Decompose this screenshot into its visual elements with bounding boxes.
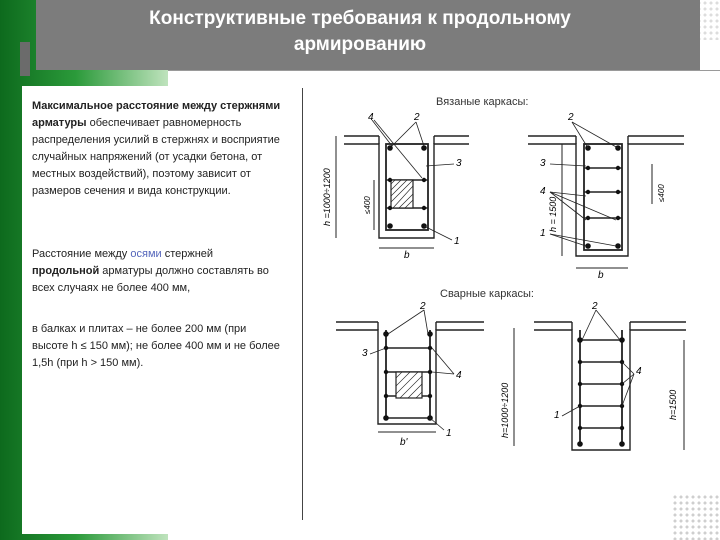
p2-bold: продольной [32, 265, 100, 277]
label-h-1500b: h=1500 [668, 390, 678, 420]
p2-highlight: осями [130, 248, 162, 260]
label-2d: 2 [591, 301, 598, 312]
label-3: 3 [456, 158, 462, 169]
welded-frame-drawing-1: 2 3 4 1 b' [336, 301, 484, 448]
label-h-1500: h = 1500 [548, 197, 558, 232]
label-b: b [404, 250, 410, 261]
label-b-prime: b' [400, 437, 409, 448]
tied-frames-caption: Вязаные каркасы: [436, 96, 529, 108]
label-2c: 2 [419, 301, 426, 312]
paragraph-axis-spacing: Расстояние между осями стержней продольн… [32, 246, 282, 297]
p2-part-a: Расстояние между [32, 248, 131, 260]
paragraph-max-spacing: Максимальное расстояние между стержнями … [32, 98, 282, 200]
title-line-2: армированию [293, 34, 427, 55]
decorative-dot-pattern-bottom [672, 494, 720, 540]
label-4d: 4 [636, 366, 642, 377]
text-panel [22, 86, 288, 534]
label-b-2: b [598, 270, 604, 278]
title-bar [36, 0, 700, 70]
p2-part-b: стержней [161, 248, 214, 260]
title-line-1: Конструктивные требования к продольному [149, 8, 571, 29]
welded-frames-caption: Сварные каркасы: [440, 288, 534, 300]
p1-bold: Максимальное расстояние между стержнями … [32, 100, 281, 129]
title-bar-accent [20, 42, 30, 76]
label-3b: 3 [540, 158, 546, 169]
p1-rest: обеспечивает равномерность распределения… [32, 117, 280, 197]
tied-frame-drawing-1: 4 2 3 1 b h =1000÷1200 ≤400 [322, 112, 469, 261]
label-h-1000: h =1000÷1200 [322, 168, 332, 226]
tied-frame-drawing-2: 2 3 4 1 b h = 1500 ≤400 [528, 112, 684, 278]
label-dim-400b: ≤400 [657, 184, 666, 202]
label-1c: 1 [446, 428, 452, 439]
label-1: 1 [454, 236, 460, 247]
label-3c: 3 [362, 348, 368, 359]
label-2b: 2 [567, 112, 574, 123]
divider-line [302, 88, 303, 520]
slide-title: Конструктивные требования к продольному … [60, 6, 660, 58]
welded-frame-drawing-2: 2 4 1 h=1500 [534, 301, 686, 451]
label-4: 4 [368, 112, 374, 123]
label-2: 2 [413, 112, 420, 123]
label-1b: 1 [540, 228, 546, 239]
label-4b: 4 [540, 186, 546, 197]
label-dim-400: ≤400 [363, 196, 372, 214]
welded-dim-label: h=1000÷1200 [500, 328, 515, 446]
label-1d: 1 [554, 410, 560, 421]
p2-part-c: арматуры должно составлять во всех случа… [32, 265, 269, 294]
paragraph-beams-slabs: в балках и плитах – не более 200 мм (при… [32, 323, 280, 369]
title-underline [168, 70, 720, 71]
label-h-1000b: h=1000÷1200 [500, 383, 510, 438]
label-4c: 4 [456, 370, 462, 381]
